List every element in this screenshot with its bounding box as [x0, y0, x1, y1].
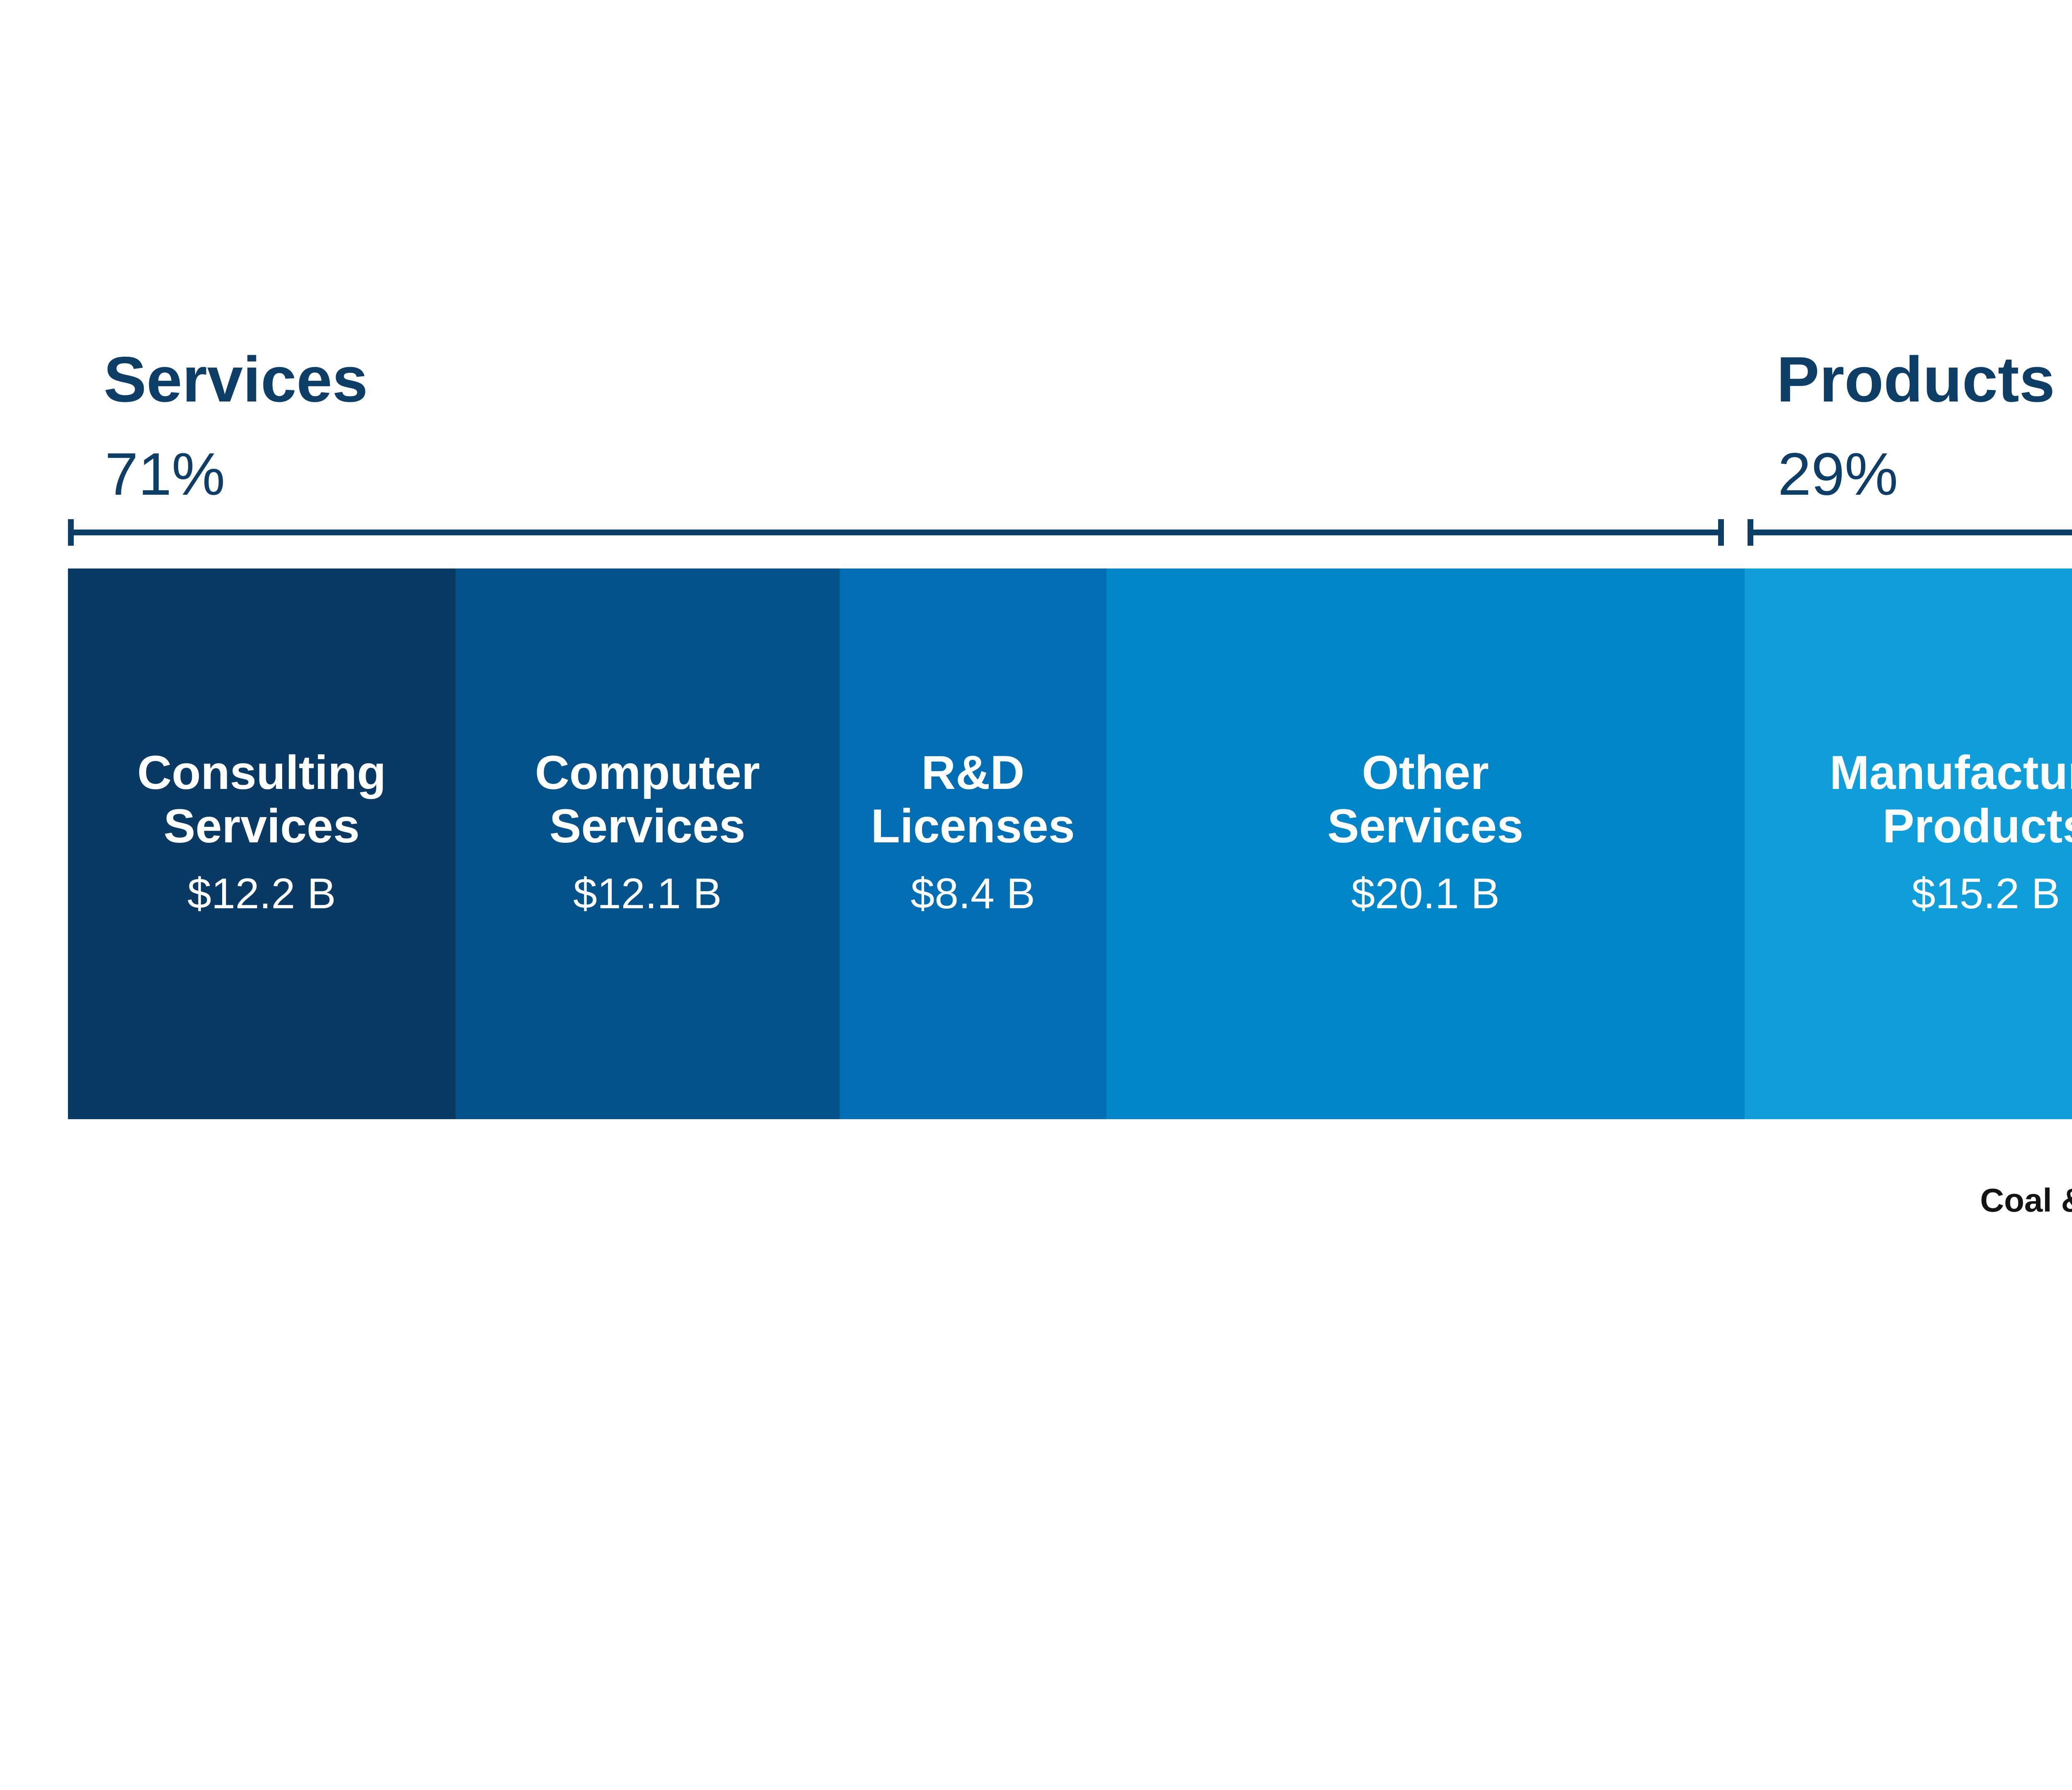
- segment-name-line: Computer: [535, 746, 760, 799]
- segment-name-line: Consulting: [137, 746, 386, 799]
- segment-value-label: $15.2 B: [1911, 870, 2060, 918]
- segment-name-line: Services: [163, 799, 360, 853]
- services-group-percent: 71%: [105, 440, 225, 508]
- segment-name-line: R&D: [921, 746, 1025, 799]
- services-group-title: Services: [104, 343, 368, 415]
- segment-value-label: $12.2 B: [187, 870, 336, 918]
- products-group-percent: 29%: [1778, 440, 1898, 508]
- coal-callout-name-line2: Products: [1759, 1221, 2072, 1261]
- coal-petroleum-callout: Coal & Petroleum Products $3.8 B: [1759, 1180, 2072, 1305]
- segment-value-label: $12.1 B: [573, 870, 722, 918]
- segment-name-line: Licenses: [871, 799, 1075, 853]
- products-group-title: Products: [1777, 343, 2055, 415]
- segment-name-line: Manufactured: [1829, 746, 2072, 799]
- segment-name-line: Services: [549, 799, 746, 853]
- products-bracket: [1748, 519, 2072, 546]
- services-bracket-right-tick: [1718, 519, 1724, 546]
- services-bracket: [68, 519, 1724, 546]
- segment-name-line: Other: [1362, 746, 1489, 799]
- products-bracket-left-tick: [1748, 519, 1753, 546]
- bar-segment-manufactured-products: ManufacturedProducts $15.2 B: [1744, 568, 2072, 1119]
- coal-callout-value: $3.8 B: [1759, 1269, 2072, 1305]
- segment-name-line: Products: [1882, 799, 2072, 853]
- segment-value-label: $8.4 B: [910, 870, 1036, 918]
- services-bracket-left-tick: [68, 519, 74, 546]
- coal-callout-name-line1: Coal & Petroleum: [1980, 1182, 2072, 1219]
- segment-value-label: $20.1 B: [1351, 870, 1500, 918]
- segment-name-line: Services: [1327, 799, 1524, 853]
